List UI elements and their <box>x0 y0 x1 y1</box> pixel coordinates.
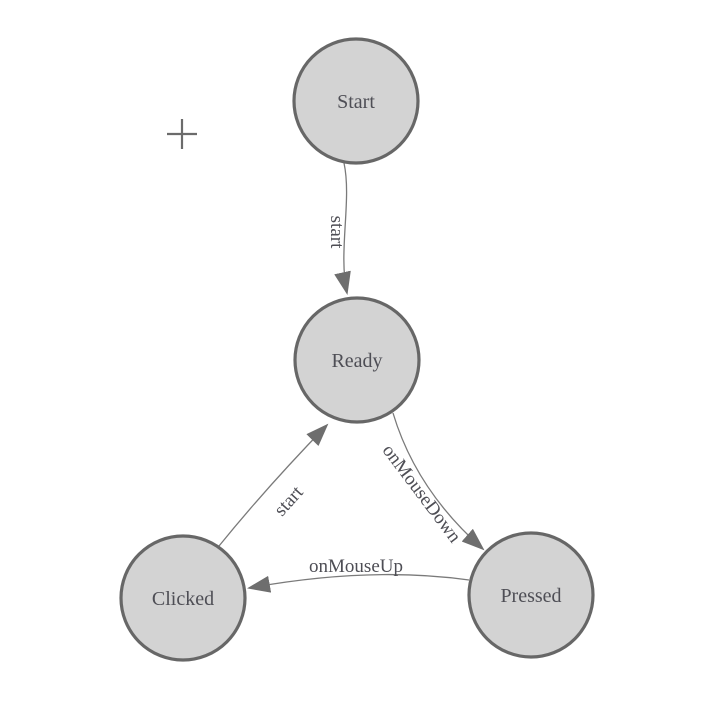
transition-pressed-to-clicked: onMouseUp <box>247 556 470 593</box>
transition-edge[interactable] <box>247 573 470 593</box>
node-ready[interactable]: Ready <box>293 296 421 424</box>
transition-edge[interactable] <box>392 412 485 551</box>
state-circle[interactable] <box>467 531 595 659</box>
node-start[interactable]: Start <box>292 37 420 165</box>
transition-edge[interactable] <box>218 423 329 547</box>
transition-label: start <box>270 482 308 521</box>
node-clicked[interactable]: Clicked <box>119 534 247 662</box>
state-circle[interactable] <box>292 37 420 165</box>
state-circle[interactable] <box>119 534 247 662</box>
transition-label: onMouseUp <box>309 556 403 577</box>
transition-label: onMouseDown <box>378 441 466 548</box>
state-circle[interactable] <box>293 296 421 424</box>
state-label: Ready <box>331 350 382 372</box>
state-label: Clicked <box>152 588 214 610</box>
state-label: Pressed <box>500 585 561 607</box>
transition-edge[interactable] <box>334 162 351 295</box>
transition-start-to-ready: start <box>326 162 351 295</box>
transition-label: start <box>326 216 347 249</box>
transition-ready-to-pressed: onMouseDown <box>378 412 485 551</box>
crosshair-cursor-icon <box>167 119 197 149</box>
state-label: Start <box>337 91 375 113</box>
node-pressed[interactable]: Pressed <box>467 531 595 659</box>
transition-clicked-to-ready: start <box>218 423 329 547</box>
